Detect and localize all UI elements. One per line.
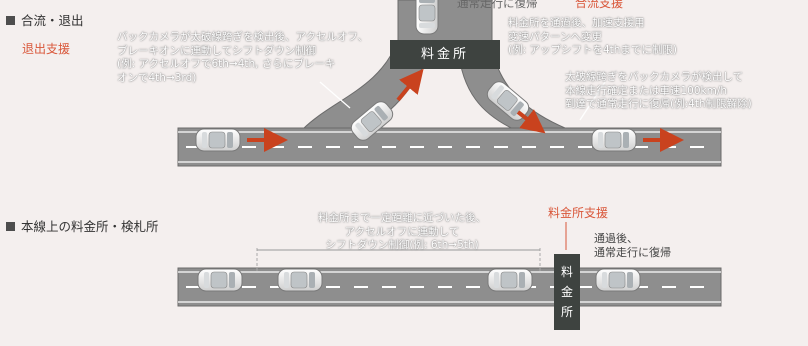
callout-exit: バックカメラが太破線跨ぎを検出後、アクセルオフ、 ブレーキオンに連動してシフトダ… bbox=[117, 31, 369, 84]
gate-label-1: 料金所 bbox=[420, 47, 469, 62]
car-s2-2 bbox=[277, 268, 323, 292]
arrow-exit bbox=[396, 68, 424, 102]
callout-merge-return: 太破線跨ぎをバックカメラが検出して 本線走行確定または車速100km/h 到達で… bbox=[565, 71, 752, 110]
car-s2-3 bbox=[487, 268, 533, 292]
bullet-square-icon bbox=[6, 222, 15, 231]
return-normal-top: 通常走行に復帰 bbox=[457, 0, 538, 10]
arrow-merge bbox=[516, 109, 546, 134]
car-s2-4 bbox=[595, 268, 641, 292]
callout-approach: 料金所まで一定距離に近づいた後、 アクセルオフに連動して シフトダウン制御(例:… bbox=[318, 212, 486, 251]
tollgate-support-label: 料金所支援 bbox=[548, 206, 609, 220]
car-main-left bbox=[195, 128, 241, 152]
merge-support-label: 合流支援 bbox=[575, 0, 624, 10]
callout-merge-pattern: 料金所を通過後、加速支援用 変速パターンへ変更 (例: アップシフトを4thまで… bbox=[508, 17, 678, 56]
gate-box-1 bbox=[390, 40, 500, 69]
car-s2-1 bbox=[197, 268, 243, 292]
car-top bbox=[415, 0, 439, 35]
section1-title: 合流・退出 bbox=[6, 10, 84, 29]
gate-box-2 bbox=[554, 254, 580, 330]
car-main-right bbox=[591, 128, 637, 152]
section2-title: 本線上の料金所・検札所 bbox=[6, 216, 159, 235]
callout-after: 通過後、 通常走行に復帰 bbox=[594, 232, 671, 259]
bullet-square-icon bbox=[6, 16, 15, 25]
exit-support-label: 退出支援 bbox=[22, 42, 71, 56]
gate-label-2: 料 金 所 bbox=[560, 265, 573, 319]
